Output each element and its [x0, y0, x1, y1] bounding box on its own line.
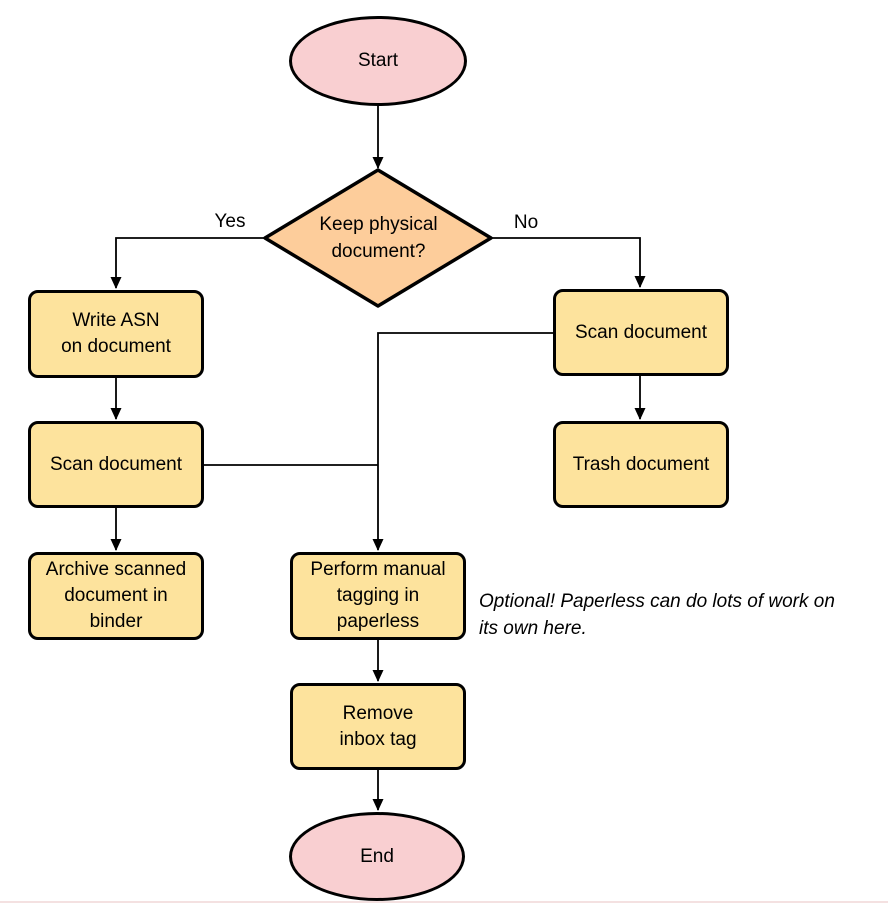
node-remove-inbox-tag: Remove inbox tag — [290, 683, 466, 770]
node-trash-document: Trash document — [553, 421, 729, 508]
edge-scan-right-to-tagging — [372, 332, 553, 551]
node-trash-document-label: Trash document — [572, 453, 710, 475]
edge-decision-to-scan-right — [491, 237, 646, 288]
node-end: End — [289, 812, 465, 901]
node-scan-document-right: Scan document — [553, 289, 729, 376]
edge-decision-to-write-asn — [110, 237, 266, 289]
edge-label-yes: Yes — [206, 211, 254, 233]
node-remove-inbox-tag-label: Remove inbox tag — [339, 702, 417, 750]
node-scan-document-right-label: Scan document — [574, 321, 708, 343]
optional-note: Optional! Paperless can do lots of work … — [479, 591, 835, 639]
node-decision-label: Keep physical document? — [319, 214, 438, 262]
bottom-divider — [0, 901, 888, 903]
node-archive-document-label: Archive scanned document in binder — [45, 559, 187, 632]
decision-diamond-shape — [263, 168, 493, 308]
node-write-asn: Write ASN on document — [28, 290, 204, 378]
node-write-asn-label: Write ASN on document — [61, 310, 171, 357]
node-scan-document-left: Scan document — [28, 421, 204, 508]
node-manual-tagging: Perform manual tagging in paperless — [290, 552, 466, 640]
node-start-label: Start — [357, 50, 399, 71]
node-manual-tagging-label: Perform manual tagging in paperless — [310, 559, 446, 632]
node-start: Start — [289, 16, 467, 106]
edge-label-no: No — [502, 212, 550, 234]
node-archive-document: Archive scanned document in binder — [28, 552, 204, 640]
node-scan-document-left-label: Scan document — [49, 453, 183, 475]
node-end-label: End — [360, 845, 394, 867]
